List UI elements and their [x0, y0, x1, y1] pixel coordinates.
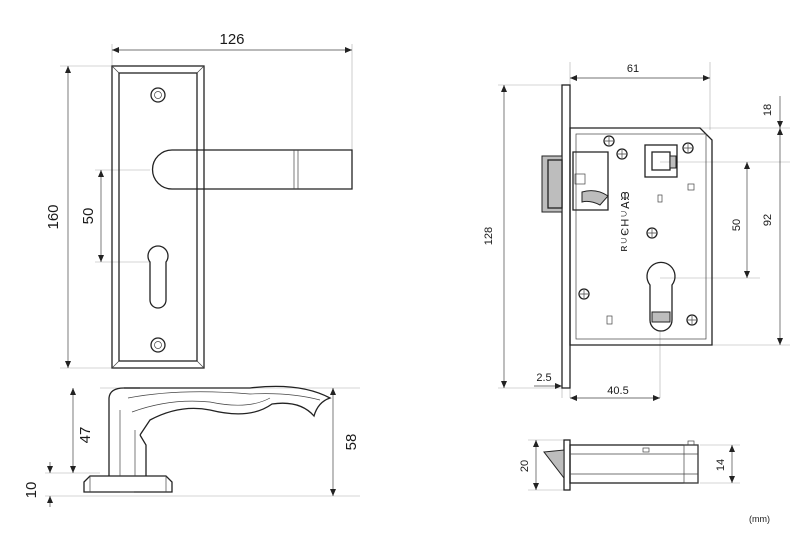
dimension-faceplate-thickness: 2.5 — [534, 372, 562, 389]
dimension-case-width: 20 — [519, 440, 539, 490]
dimension-case-height: 92 — [762, 128, 783, 345]
mortise-lock-front-view — [498, 62, 790, 398]
dim-label-128: 128 — [483, 227, 495, 245]
dim-label-20: 20 — [519, 460, 531, 472]
dim-label-50-left: 50 — [80, 208, 97, 225]
dimension-lock-centers: 50 — [731, 162, 750, 278]
handle-plate-front-view — [60, 44, 353, 369]
dimension-handle-projection: 47 — [70, 388, 94, 473]
dimension-case-thickness: 14 — [715, 445, 735, 483]
dimension-faceplate-height: 128 — [483, 85, 507, 388]
dimension-plate-height: 160 — [45, 66, 71, 368]
dimension-case-depth: 40.5 — [570, 385, 660, 401]
dimension-total-projection: 58 — [330, 388, 360, 496]
dim-label-61: 61 — [627, 63, 639, 75]
handle-side-view — [45, 385, 360, 497]
dimension-rose-thickness: 10 — [23, 462, 53, 507]
dimension-top-offset: 18 — [762, 96, 783, 128]
dim-label-50-right: 50 — [731, 219, 743, 231]
dimension-backset: 61 — [570, 63, 710, 81]
dim-label-58: 58 — [343, 434, 360, 451]
dimension-handle-width: 126 — [112, 31, 352, 53]
dimension-handle-to-cylinder: 50 — [80, 170, 104, 262]
dim-label-18: 18 — [762, 104, 774, 116]
engraving-text: ᙠ∀∩HЭ∩ᴚ — [618, 191, 630, 252]
dim-label-126: 126 — [219, 31, 244, 48]
dim-label-40-5: 40.5 — [607, 385, 628, 397]
dim-label-47: 47 — [77, 427, 94, 444]
dim-label-92: 92 — [762, 214, 774, 226]
dim-label-2-5: 2.5 — [536, 372, 551, 384]
unit-note: (mm) — [749, 514, 770, 524]
dim-label-14: 14 — [715, 459, 727, 471]
dim-label-10: 10 — [23, 482, 40, 499]
mortise-lock-side-view — [528, 439, 740, 491]
dim-label-160: 160 — [45, 204, 62, 229]
